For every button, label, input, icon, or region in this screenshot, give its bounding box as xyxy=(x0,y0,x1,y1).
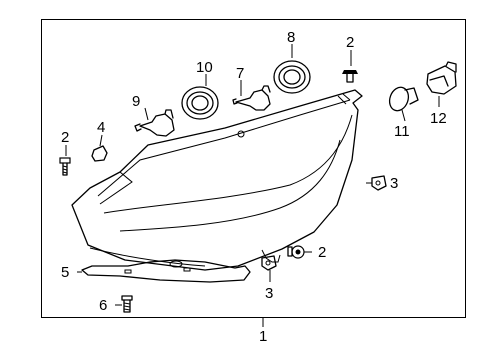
clip-nut-3-right xyxy=(371,175,387,191)
leader-lines xyxy=(65,44,440,327)
callout-9: 9 xyxy=(132,93,140,110)
screw-2-right xyxy=(287,245,305,259)
bracket-5 xyxy=(81,259,251,283)
bolt-6 xyxy=(121,295,133,313)
callout-3-right: 3 xyxy=(390,175,398,192)
bulb-9 xyxy=(134,109,175,137)
callout-11: 11 xyxy=(394,123,410,140)
clip-4 xyxy=(91,145,108,162)
callout-3-bottom: 3 xyxy=(265,285,273,302)
headlamp-assembly xyxy=(71,89,363,271)
seal-ring xyxy=(181,86,219,120)
callout-8: 8 xyxy=(287,29,295,46)
callout-5: 5 xyxy=(61,264,69,281)
bulb-11 xyxy=(388,86,419,112)
callout-labels: 1 8 10 7 9 2 11 12 4 2 3 2 3 5 6 xyxy=(61,29,447,345)
callout-4: 4 xyxy=(97,119,105,136)
clip-nut-3-bottom xyxy=(261,255,277,271)
callout-2-right: 2 xyxy=(318,244,326,261)
callout-6: 6 xyxy=(99,297,107,314)
diagram-frame xyxy=(41,19,466,318)
callout-7: 7 xyxy=(236,65,244,82)
callout-10: 10 xyxy=(196,59,213,76)
screw-2-left xyxy=(59,157,71,176)
bulb-7 xyxy=(232,85,271,111)
callout-1: 1 xyxy=(259,328,267,345)
socket-12 xyxy=(426,61,457,95)
seal-ring-large xyxy=(273,60,311,94)
callout-2-top: 2 xyxy=(346,34,354,51)
callout-12: 12 xyxy=(430,110,447,127)
callout-2-left: 2 xyxy=(61,129,69,146)
screw-2-top xyxy=(342,70,358,83)
